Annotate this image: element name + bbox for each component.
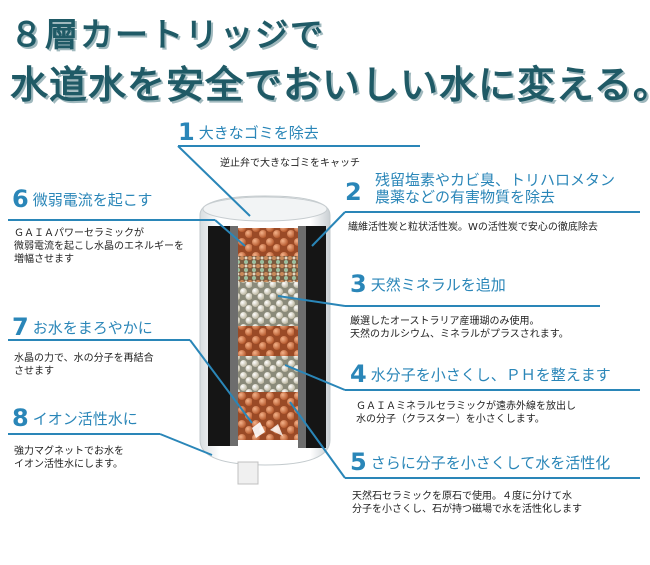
feature-4-title: 水分子を小さくし、ＰＨを整えます bbox=[370, 365, 611, 384]
feature-4-number: 4 bbox=[350, 360, 367, 388]
feature-1-title: 大きなゴミを除去 bbox=[198, 123, 319, 142]
feature-3-title: 天然ミネラルを追加 bbox=[370, 275, 506, 294]
feature-2-desc: 繊維活性炭と粒状活性炭。Wの活性炭で安心の徹底除去 bbox=[348, 222, 598, 233]
feature-1-number: 1 bbox=[178, 118, 195, 146]
feature-3-desc: 厳選したオーストラリア産珊瑚のみ使用。 天然のカルシウム、ミネラルがプラスされま… bbox=[350, 316, 569, 340]
feature-5-title: さらに分子を小さくして水を活性化 bbox=[370, 453, 611, 472]
feature-8-desc: 強力マグネットでお水を イオン活性水にします。 bbox=[14, 446, 124, 470]
feature-6-title: 微弱電流を起こす bbox=[32, 190, 153, 209]
feature-2-number: 2 bbox=[345, 178, 362, 206]
feature-5-desc: 天然石セラミックを原石で使用。４度に分けて水 分子を小さくし、石が持つ磁場で水を… bbox=[352, 491, 582, 515]
leader-line-2-diag bbox=[311, 211, 346, 247]
feature-2-title-line1: 残留塩素やカビ臭、トリハロメタン bbox=[375, 171, 616, 189]
feature-2: 2 残留塩素やカビ臭、トリハロメタン 農薬などの有害物質を除去 bbox=[345, 171, 616, 207]
feature-7-desc: 水晶の力で、水の分子を再結合 させます bbox=[14, 353, 154, 377]
feature-3-number: 3 bbox=[350, 270, 367, 298]
feature-8-title: イオン活性水に bbox=[32, 409, 138, 428]
feature-7-number: 7 bbox=[12, 313, 29, 341]
feature-7-title: お水をまろやかに bbox=[32, 318, 153, 337]
feature-2-title-line2: 農薬などの有害物質を除去 bbox=[375, 188, 556, 206]
leader-line-6-diag bbox=[214, 219, 246, 247]
feature-8-number: 8 bbox=[12, 404, 29, 432]
feature-6-desc: ＧＡＩＡパワーセラミックが 微弱電流を起こし水晶のエネルギーを 増幅させます bbox=[14, 228, 184, 265]
headline-line2: 水道水を安全でおいしい水に変える。 bbox=[10, 62, 650, 107]
feature-6-number: 6 bbox=[12, 185, 29, 213]
feature-4-desc: ＧＡＩＡミネラルセラミックが遠赤外線を放出し 水の分子（クラスター）を小さくしま… bbox=[356, 401, 576, 425]
leader-line-3-diag bbox=[277, 295, 346, 307]
leader-line-1-diag bbox=[177, 145, 251, 217]
feature-1-desc: 逆止弁で大きなゴミをキャッチ bbox=[220, 158, 360, 169]
headline-line1: ８層カートリッジで bbox=[10, 15, 325, 54]
leader-line-8-diag bbox=[159, 433, 213, 456]
leader-line-7-diag bbox=[189, 339, 253, 424]
leader-line-4-diag bbox=[284, 364, 346, 391]
feature-5-number: 5 bbox=[350, 448, 367, 476]
leader-line-5-diag bbox=[289, 401, 346, 479]
